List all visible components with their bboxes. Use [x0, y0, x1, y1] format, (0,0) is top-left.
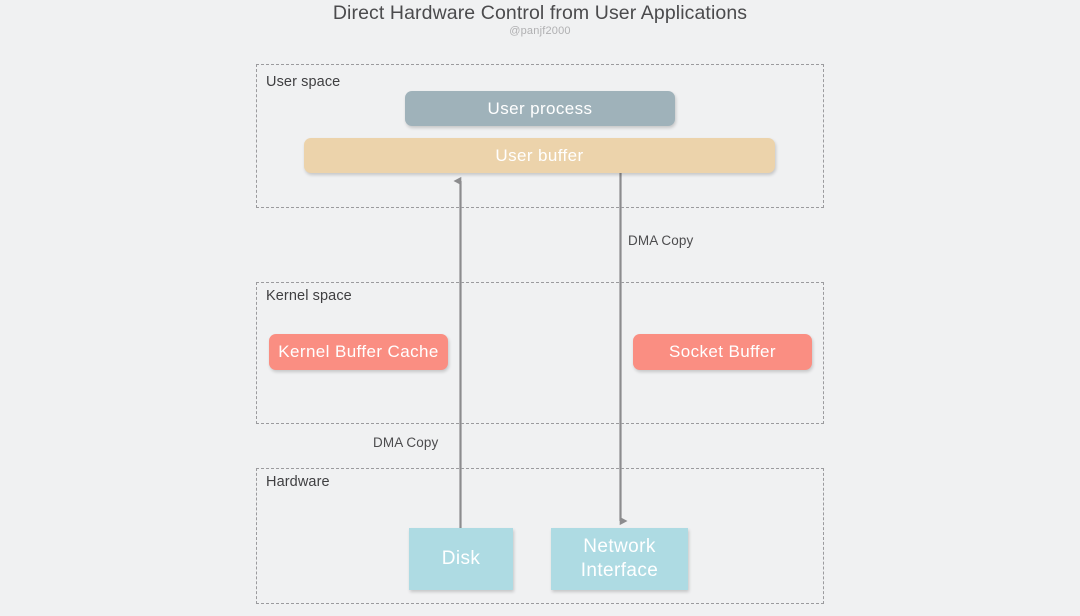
zone-label-hardware: Hardware [266, 474, 330, 490]
zone-label-kernel-space: Kernel space [266, 288, 352, 304]
node-disk-label: Disk [441, 547, 481, 569]
zone-hardware [256, 468, 824, 604]
zone-label-user-space: User space [266, 74, 341, 90]
node-user-process-label: User process [487, 98, 593, 118]
page-subtitle: @panjf2000 [509, 25, 571, 37]
node-user-buffer-label: User buffer [495, 145, 584, 165]
node-network-interface-label: Network Interface [581, 535, 659, 584]
zone-kernel-space [256, 282, 824, 424]
node-disk[interactable]: Disk [409, 528, 513, 590]
edge-label-dma-copy-left: DMA Copy [373, 435, 439, 450]
node-socket-buffer-label: Socket Buffer [669, 342, 776, 362]
node-kernel-buffer-cache-label: Kernel Buffer Cache [278, 342, 439, 362]
node-network-interface-label-line2: Interface [580, 560, 659, 581]
node-kernel-buffer-cache[interactable]: Kernel Buffer Cache [269, 334, 448, 370]
node-socket-buffer[interactable]: Socket Buffer [633, 334, 812, 370]
node-network-interface[interactable]: Network Interface [551, 528, 688, 590]
node-network-interface-label-line1: Network [583, 535, 656, 557]
node-user-buffer[interactable]: User buffer [304, 138, 775, 173]
node-user-process[interactable]: User process [405, 91, 675, 126]
zone-user-space [256, 64, 824, 208]
edge-label-dma-copy-right: DMA Copy [628, 233, 694, 248]
page-title: Direct Hardware Control from User Applic… [332, 2, 748, 24]
